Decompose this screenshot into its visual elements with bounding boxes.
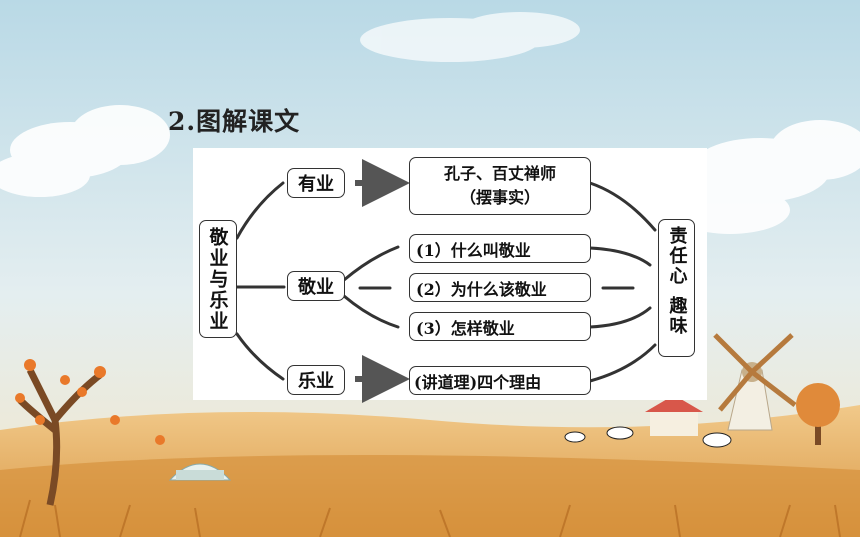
farmhouse (645, 395, 703, 436)
youye-detail-line2: （摆事实） (459, 188, 540, 207)
cloud (0, 105, 170, 197)
jingye-point-2: (2）为什么该敬业 (409, 273, 591, 302)
tree-left (15, 359, 165, 506)
tree-right (796, 383, 840, 445)
branch-leye: 乐业 (287, 365, 345, 395)
branch-jingye: 敬业 (287, 271, 345, 301)
greenhouse (168, 463, 232, 481)
conclusion-bottom: 趣味 (666, 296, 688, 336)
conclusion-node: 责任心 趣味 (658, 219, 695, 357)
jingye-point-1: (1）什么叫敬业 (409, 234, 591, 263)
conclusion-top: 责任心 (666, 226, 688, 286)
page-title: 2.图解课文 (168, 107, 301, 136)
leye-detail: (讲道理)四个理由 (409, 366, 591, 395)
root-node: 敬业与乐业 (199, 220, 237, 338)
youye-detail: 孔子、百丈禅师 （摆事实） (409, 157, 591, 215)
youye-detail-line1: 孔子、百丈禅师 (443, 164, 556, 183)
windmill (713, 333, 797, 431)
cloud (360, 12, 580, 62)
jingye-point-3: (3）怎样敬业 (409, 312, 591, 341)
branch-youye: 有业 (287, 168, 345, 198)
cows (564, 426, 732, 448)
